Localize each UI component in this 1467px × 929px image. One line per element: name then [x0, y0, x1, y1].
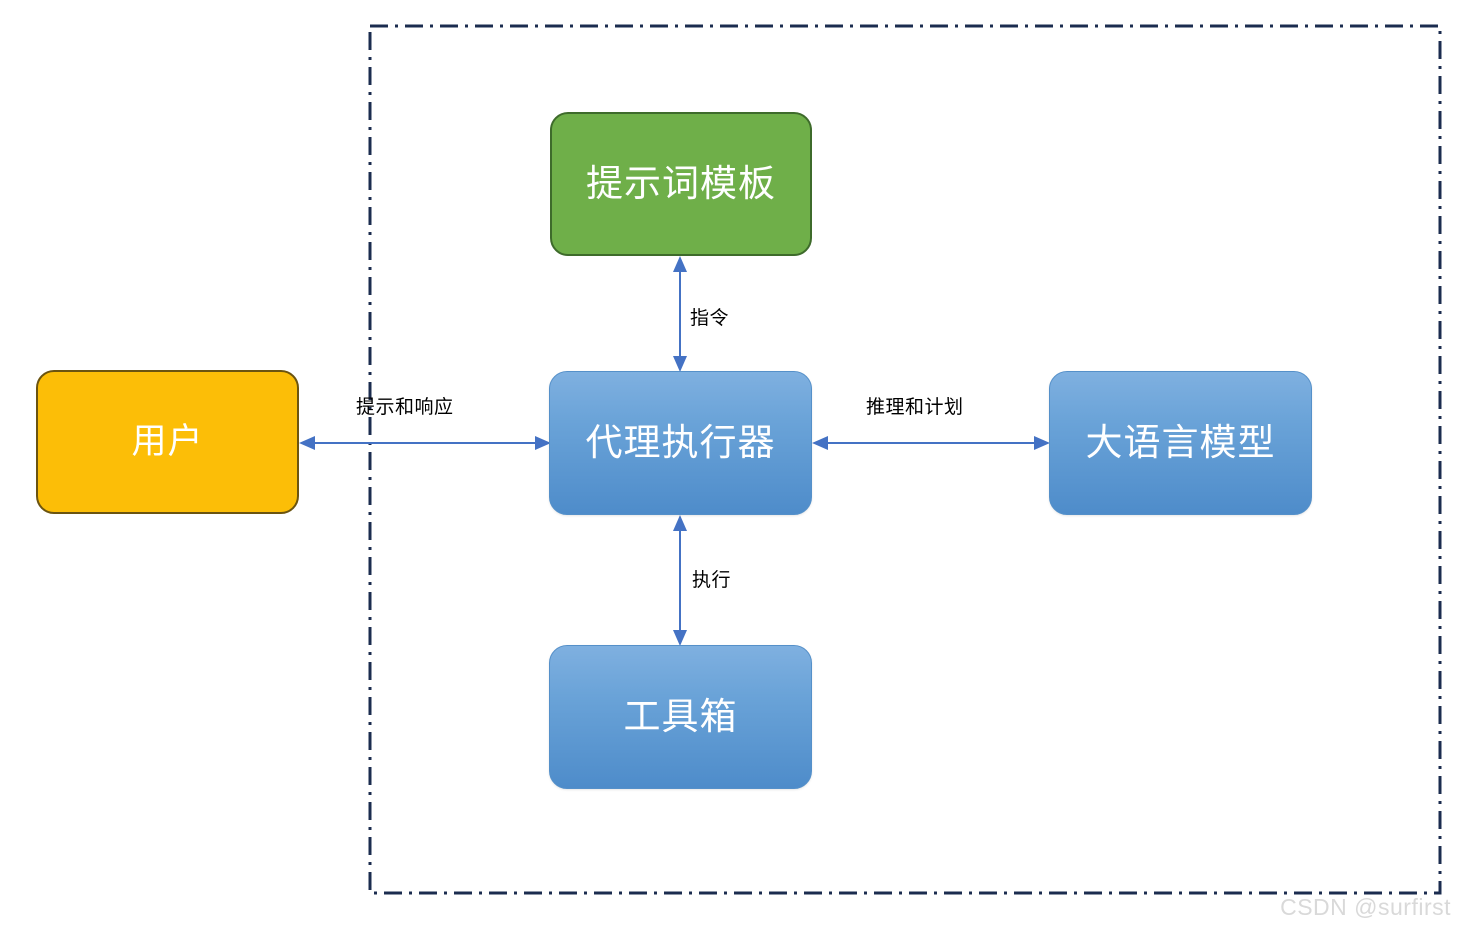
edge-label-execute: 执行: [692, 570, 732, 591]
node-prompt-template-label: 提示词模板: [586, 162, 776, 204]
connector-user-agent: [299, 436, 551, 450]
node-llm-label: 大语言模型: [1085, 421, 1276, 463]
node-agent-executor[interactable]: 代理执行器: [549, 371, 812, 515]
node-agent-executor-label: 代理执行器: [585, 421, 776, 463]
node-prompt-template[interactable]: 提示词模板: [550, 112, 812, 256]
node-toolbox[interactable]: 工具箱: [549, 645, 812, 789]
node-user[interactable]: 用户: [36, 370, 299, 514]
node-user-label: 用户: [131, 421, 204, 461]
edge-label-instruction: 指令: [690, 308, 730, 329]
connector-agent-llm: [812, 436, 1050, 450]
edge-label-reasoning-planning: 推理和计划: [866, 397, 964, 418]
edge-label-prompts-responses: 提示和响应: [356, 397, 454, 418]
watermark: CSDN @surfirst: [1280, 894, 1451, 920]
node-llm[interactable]: 大语言模型: [1049, 371, 1312, 515]
node-toolbox-label: 工具箱: [623, 695, 738, 737]
